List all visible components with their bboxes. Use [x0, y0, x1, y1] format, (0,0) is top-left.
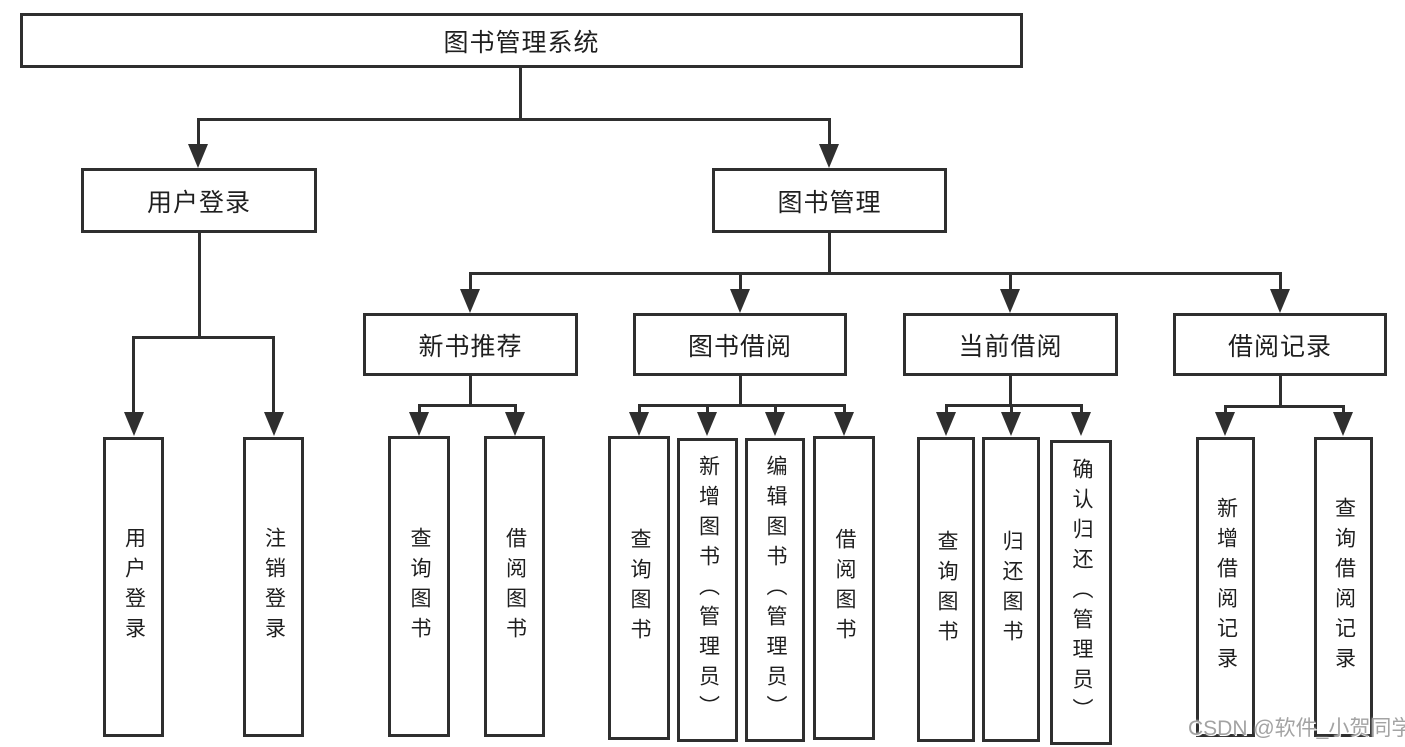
connector — [132, 336, 275, 339]
leaf-query-books-current-label: 查询图书 — [935, 529, 958, 650]
leaf-query-borrow-record: 查询借阅记录 — [1314, 437, 1373, 737]
connector — [469, 272, 1282, 275]
connector — [519, 68, 522, 118]
leaf-return-books: 归还图书 — [982, 437, 1040, 742]
connector — [638, 404, 641, 414]
node-book-borrowing: 图书借阅 — [633, 313, 847, 376]
node-user-login: 用户登录 — [81, 168, 317, 233]
connector — [197, 118, 200, 146]
arrowhead — [1270, 289, 1290, 313]
arrowhead — [629, 412, 649, 436]
connector — [1224, 405, 1227, 414]
node-current-borrowing-label: 当前借阅 — [958, 332, 1063, 361]
leaf-user-login: 用户登录 — [103, 437, 164, 737]
leaf-query-books-recommend: 查询图书 — [388, 436, 450, 737]
connector — [828, 233, 831, 275]
connector — [828, 118, 831, 146]
connector — [1080, 404, 1083, 414]
connector — [198, 233, 201, 339]
leaf-query-borrow-record-label: 查询借阅记录 — [1332, 497, 1356, 677]
arrowhead — [188, 144, 208, 168]
arrowhead — [819, 144, 839, 168]
leaf-add-borrow-record: 新增借阅记录 — [1196, 437, 1255, 737]
leaf-logout: 注销登录 — [243, 437, 304, 737]
leaf-edit-books-admin: 编辑图书（管理员） — [745, 438, 805, 742]
connector — [706, 404, 709, 414]
leaf-user-login-label: 用户登录 — [122, 527, 146, 647]
connector — [1224, 405, 1345, 408]
node-current-borrowing: 当前借阅 — [903, 313, 1118, 376]
connector — [132, 336, 135, 414]
node-root: 图书管理系统 — [20, 13, 1023, 68]
connector — [1342, 405, 1345, 414]
leaf-borrow-books-borrowing-label: 借阅图书 — [833, 528, 856, 648]
leaf-add-books-admin-label: 新增图书（管理员） — [696, 455, 720, 725]
connector — [945, 404, 948, 414]
node-borrowing-records-label: 借阅记录 — [1227, 332, 1332, 361]
arrowhead — [264, 412, 284, 436]
node-borrowing-records: 借阅记录 — [1173, 313, 1387, 376]
arrowhead — [1001, 412, 1021, 436]
connector — [1279, 376, 1282, 408]
leaf-logout-label: 注销登录 — [262, 527, 286, 647]
arrowhead — [460, 289, 480, 313]
arrowhead — [409, 412, 429, 436]
connector — [418, 404, 421, 414]
connector — [774, 404, 777, 414]
arrowhead — [697, 412, 717, 436]
node-book-borrowing-label: 图书借阅 — [687, 332, 792, 361]
leaf-query-books-borrowing-label: 查询图书 — [628, 528, 651, 648]
arrowhead — [1215, 412, 1235, 436]
node-book-management-label: 图书管理 — [777, 188, 882, 217]
connector — [197, 118, 831, 121]
leaf-edit-books-admin-label: 编辑图书（管理员） — [764, 455, 787, 725]
arrowhead — [1333, 412, 1353, 436]
arrowhead — [1000, 289, 1020, 313]
node-new-book-recommend: 新书推荐 — [363, 313, 578, 376]
leaf-query-books-recommend-label: 查询图书 — [408, 526, 431, 647]
arrowhead — [765, 412, 785, 436]
arrowhead — [124, 412, 144, 436]
connector — [843, 404, 846, 414]
connector — [1009, 272, 1012, 290]
leaf-add-borrow-record-label: 新增借阅记录 — [1214, 497, 1238, 677]
connector — [739, 272, 742, 290]
leaf-query-books-current: 查询图书 — [917, 437, 975, 742]
connector — [514, 404, 517, 414]
leaf-return-books-label: 归还图书 — [1000, 529, 1023, 650]
node-user-login-label: 用户登录 — [146, 188, 251, 217]
connector — [469, 376, 472, 407]
leaf-confirm-return-admin: 确认归还（管理员） — [1050, 440, 1112, 745]
leaf-borrow-books-borrowing: 借阅图书 — [813, 436, 875, 740]
connector — [1009, 376, 1012, 407]
leaf-confirm-return-admin-label: 确认归还（管理员） — [1070, 457, 1093, 728]
connector — [638, 404, 846, 407]
leaf-query-books-borrowing: 查询图书 — [608, 436, 670, 740]
connector — [1010, 404, 1013, 414]
leaf-borrow-books-recommend: 借阅图书 — [484, 436, 545, 737]
arrowhead — [505, 412, 525, 436]
node-new-book-recommend-label: 新书推荐 — [418, 332, 523, 361]
arrowhead — [730, 289, 750, 313]
connector — [739, 376, 742, 407]
leaf-borrow-books-recommend-label: 借阅图书 — [503, 526, 527, 647]
arrowhead — [936, 412, 956, 436]
connector — [469, 272, 472, 290]
connector — [1279, 272, 1282, 290]
csdn-watermark: CSDN @软件_小贺同学 — [1188, 717, 1405, 740]
connector — [418, 404, 517, 407]
arrowhead — [1071, 412, 1091, 436]
node-root-label: 图书管理系统 — [443, 28, 600, 57]
connector — [272, 336, 275, 414]
arrowhead — [834, 412, 854, 436]
node-book-management: 图书管理 — [712, 168, 947, 233]
connector — [945, 404, 1083, 407]
leaf-add-books-admin: 新增图书（管理员） — [677, 438, 738, 742]
